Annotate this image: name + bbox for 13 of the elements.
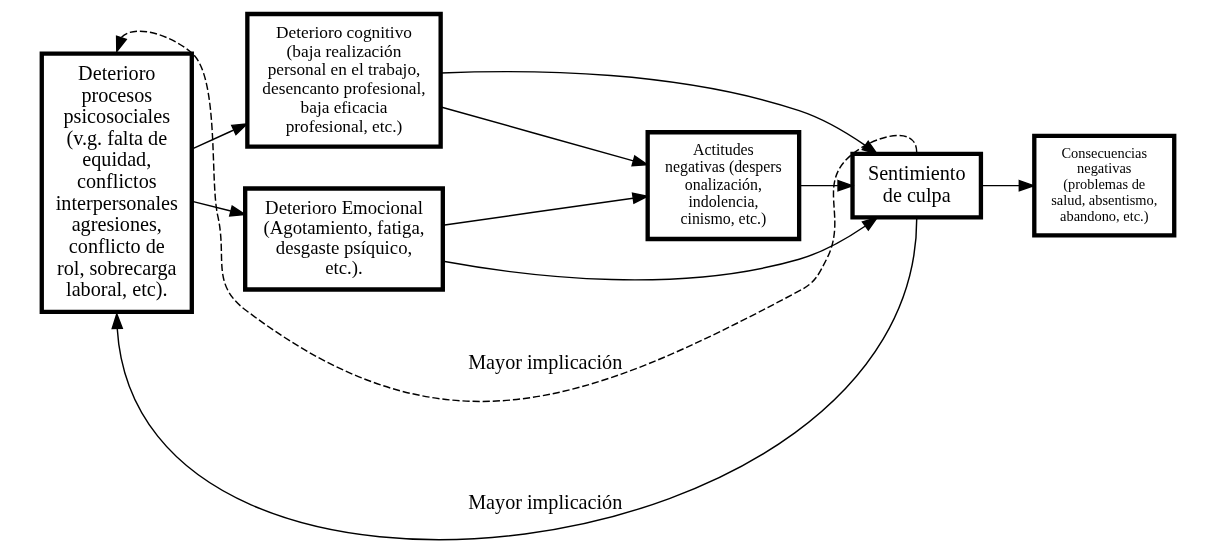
node-box: Actitudes negativas (despersonalización, indolencia, cinismo, etc.) (645, 130, 801, 242)
node-box: Deterioro cognitivo (baja realización personal en el trabajo, desencanto profesional, baja eficacia profesional, etc.) (244, 11, 443, 149)
edge-label: Mayor implicación (467, 351, 622, 374)
node-box: Deterioro Emocional (Agotamiento, fatiga, desgaste psíquico, etc.). (242, 186, 445, 292)
arrow (439, 106, 649, 167)
arrow (191, 123, 249, 150)
arrow (110, 218, 917, 541)
arrow (115, 30, 917, 402)
node-box: Sentimiento de culpa (849, 151, 983, 220)
edge-label: Mayor implicación (467, 491, 622, 514)
node-box: Consecuencias negativas (problemas de salud, absentismo, abandono, etc.) (1031, 133, 1176, 238)
node-box: Deterioro procesos psicosociales (v.g. falta de equidad, conflictos interpersonales agresiones, conflicto de rol, sobrecarga laboral, etc). (39, 51, 194, 315)
arrow (798, 179, 855, 192)
